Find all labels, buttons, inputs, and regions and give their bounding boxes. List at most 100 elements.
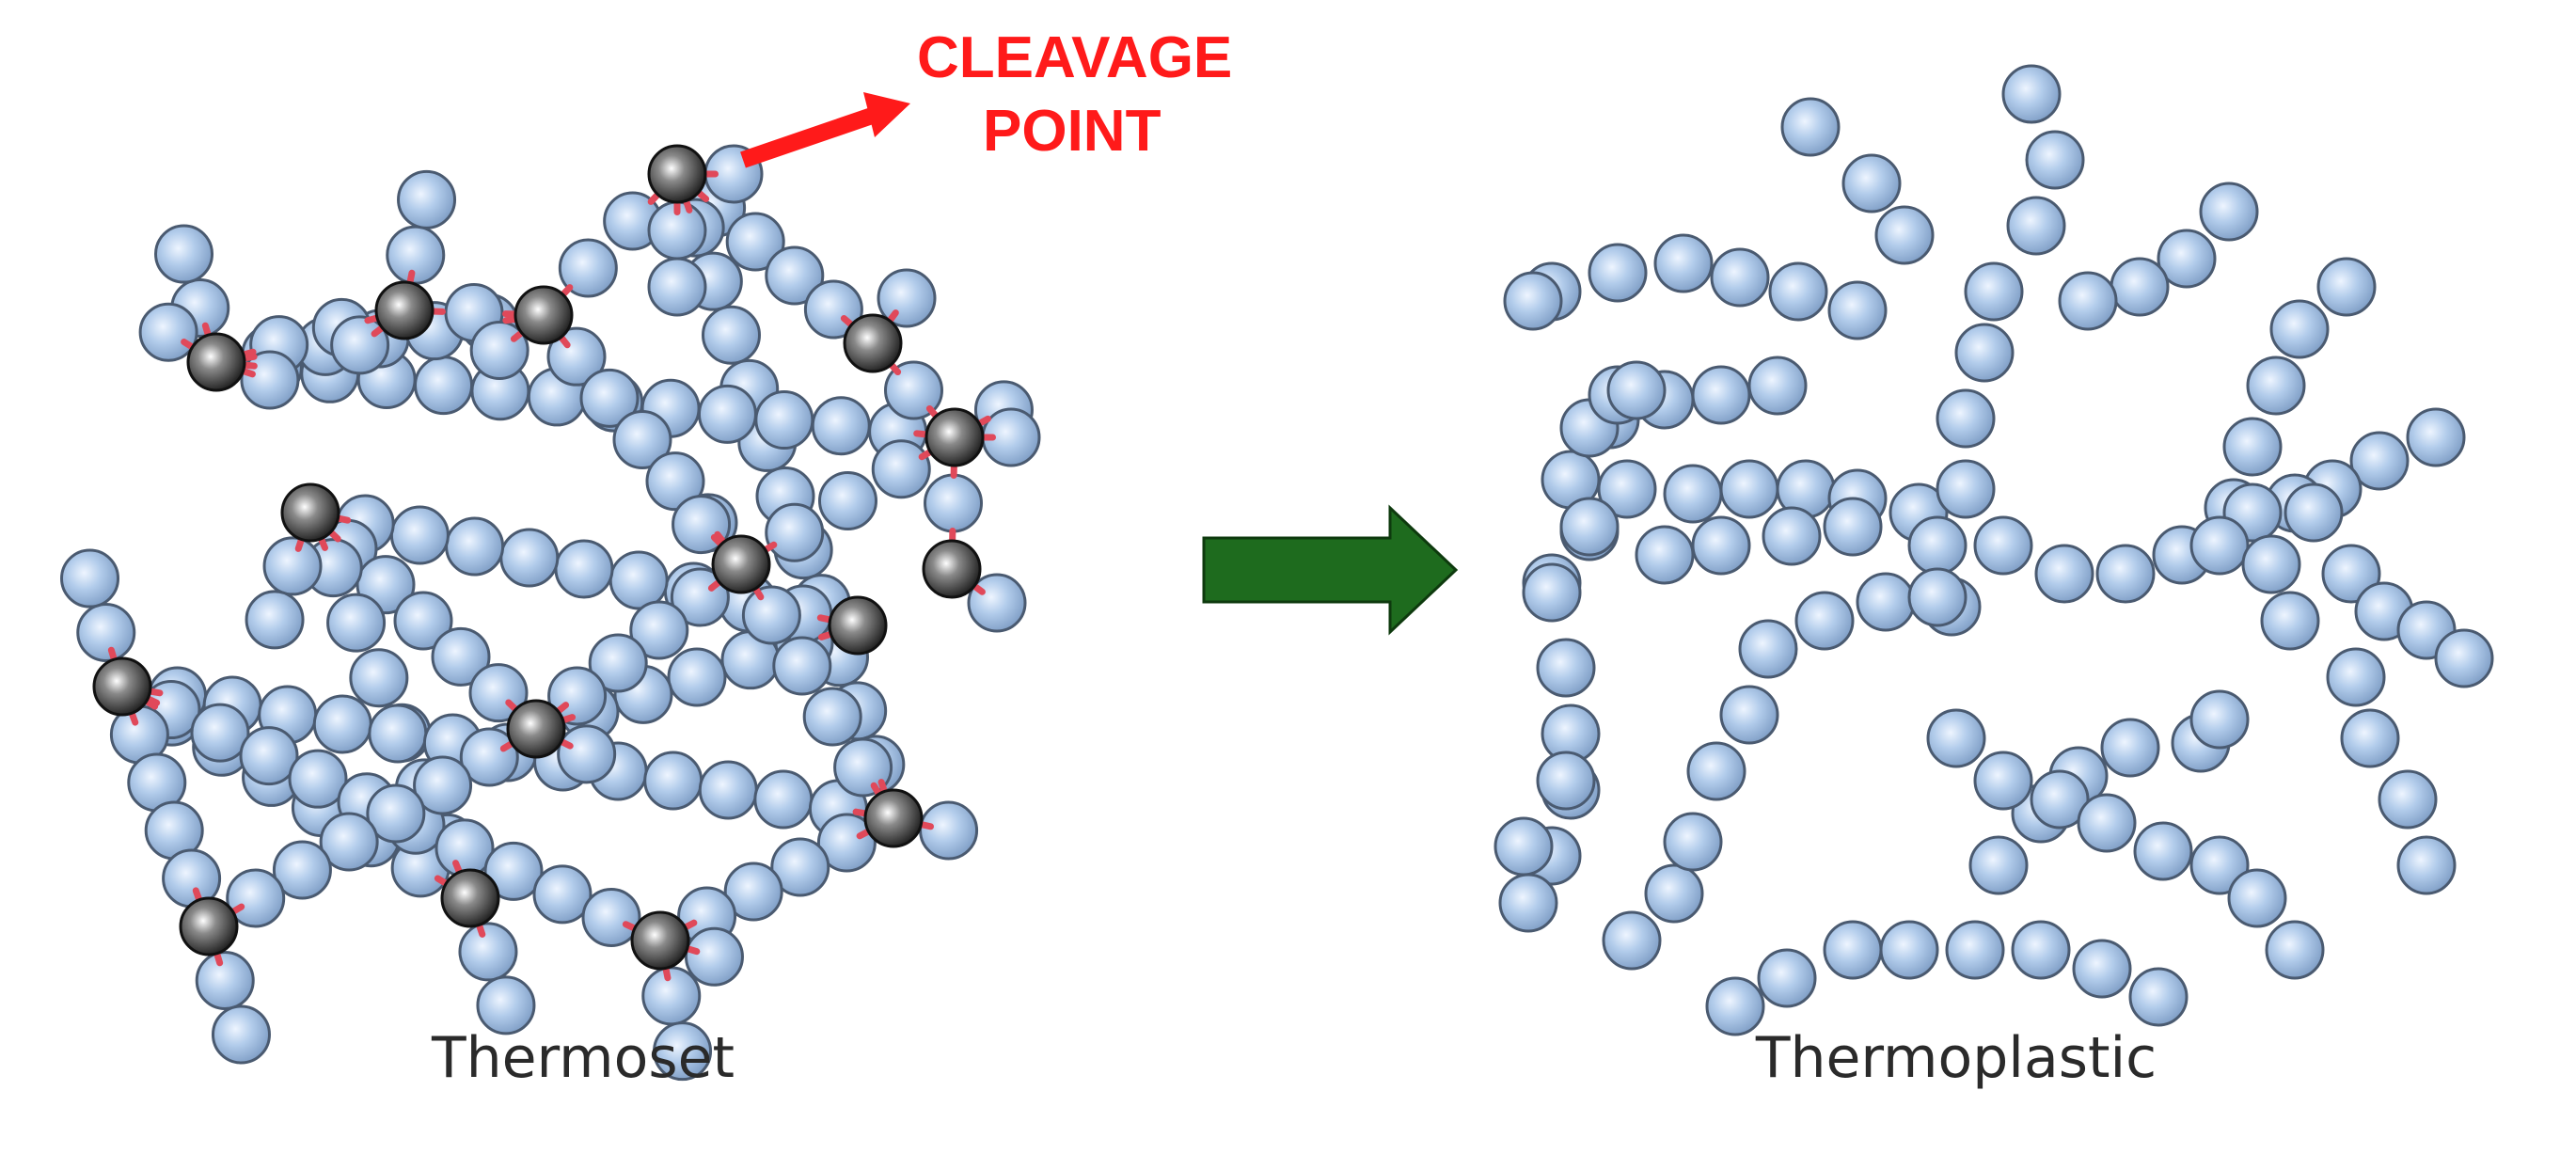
monomer-bead — [741, 585, 801, 645]
crosslink-node — [186, 332, 246, 392]
monomer-bead — [1606, 360, 1667, 420]
cleavage-label-line1: CLEAVAGE — [917, 25, 1232, 90]
monomer-bead — [1757, 948, 1817, 1008]
monomer-bead — [262, 536, 323, 596]
pointer-arrow-icon — [740, 92, 910, 168]
monomer-bead — [2058, 271, 2118, 331]
crosslink-node — [280, 482, 340, 543]
monomer-bead — [2006, 196, 2066, 256]
monomer-bead — [2072, 939, 2132, 999]
monomer-bead — [1536, 751, 1596, 811]
crosslink-node — [506, 699, 566, 759]
monomer-bead — [647, 257, 707, 317]
crosslink-node — [92, 656, 152, 717]
monomer-bead — [581, 887, 641, 947]
thermoplastic-caption: Thermoplastic — [1755, 1025, 2157, 1091]
monomer-bead — [1968, 835, 2029, 895]
monomer-bead — [667, 647, 727, 707]
monomer-bead — [1964, 261, 2024, 322]
monomer-bead — [1719, 685, 1779, 745]
monomer-bead — [211, 1004, 271, 1065]
crosslink-node — [440, 868, 500, 928]
monomer-bead — [643, 751, 703, 811]
monomer-bead — [2260, 591, 2320, 651]
right-arrow-icon — [1202, 504, 1459, 636]
monomer-bead — [413, 755, 473, 815]
monomer-bead — [195, 950, 255, 1010]
monomer-bead — [558, 238, 618, 298]
monomer-bead — [698, 760, 758, 820]
monomer-bead — [1719, 459, 1779, 519]
monomer-bead — [1823, 497, 1883, 557]
monomer-bead — [366, 783, 426, 844]
crosslink-node — [843, 313, 903, 373]
monomer-bead — [226, 868, 286, 928]
monomer-bead — [2321, 544, 2381, 604]
thermoset-caption: Thermoset — [431, 1025, 735, 1091]
monomer-bead — [459, 727, 519, 787]
monomer-bead — [1738, 619, 1798, 679]
monomer-bead — [924, 473, 983, 533]
monomer-bead — [645, 451, 705, 512]
monomer-bead — [326, 593, 387, 653]
monomer-bead — [702, 305, 761, 365]
monomer-bead — [393, 591, 453, 651]
crosslink-node — [179, 896, 239, 957]
monomer-bead — [1794, 591, 1855, 651]
monomer-bead — [1536, 638, 1596, 698]
monomer-bead — [1926, 708, 1986, 768]
monomer-bead — [476, 975, 536, 1036]
monomer-bead — [2110, 257, 2170, 317]
monomer-bead — [770, 837, 830, 897]
monomer-bead — [1936, 388, 1996, 449]
monomer-bead — [1954, 323, 2015, 383]
monomer-bead — [1663, 812, 1723, 872]
monomer-bead — [588, 633, 648, 693]
monomer-bead — [811, 396, 871, 456]
monomer-bead — [1686, 741, 1746, 801]
monomer-bead — [532, 864, 593, 925]
monomer-bead — [2095, 544, 2156, 604]
monomer-bead — [2222, 417, 2283, 477]
monomer-bead — [753, 769, 814, 830]
monomer-bead — [288, 749, 348, 809]
monomer-bead — [1635, 525, 1695, 585]
monomer-bead — [1973, 751, 2033, 811]
monomer-bead — [1945, 920, 2005, 980]
monomer-bead — [1936, 459, 1996, 519]
thermoplastic-chains — [1493, 64, 2494, 1036]
monomer-bead — [2157, 229, 2217, 289]
monomer-bead — [765, 245, 825, 306]
monomer-bead — [2326, 647, 2386, 707]
monomer-bead — [765, 502, 825, 562]
monomer-bead — [2133, 821, 2193, 881]
monomer-bead — [1973, 515, 2033, 576]
monomer-bead — [2316, 257, 2377, 317]
monomer-bead — [2265, 920, 2325, 980]
monomer-bead — [1879, 920, 1939, 980]
monomer-bead — [1705, 976, 1765, 1036]
monomer-bead — [833, 737, 893, 798]
monomer-bead — [2246, 356, 2306, 416]
monomer-bead — [1602, 910, 1662, 971]
monomer-bead — [483, 841, 544, 901]
monomer-bead — [2284, 482, 2344, 543]
monomer-bead — [818, 471, 877, 530]
monomer-bead — [697, 384, 757, 444]
monomer-bead — [2100, 718, 2160, 778]
monomer-bead — [1762, 506, 1822, 566]
monomer-bead — [1597, 459, 1657, 519]
monomer-bead — [1493, 816, 1554, 877]
monomer-bead — [397, 169, 457, 229]
monomer-bead — [612, 410, 672, 469]
monomer-bead — [1907, 567, 1968, 627]
monomer-bead — [1780, 97, 1841, 157]
monomer-bead — [1856, 572, 1916, 632]
monomer-bead — [1498, 873, 1558, 933]
monomer-bead — [60, 548, 120, 609]
monomer-bead — [1588, 243, 1648, 303]
monomer-bead — [2189, 835, 2250, 895]
monomer-bead — [641, 966, 702, 1026]
monomer-bead — [2077, 793, 2137, 853]
